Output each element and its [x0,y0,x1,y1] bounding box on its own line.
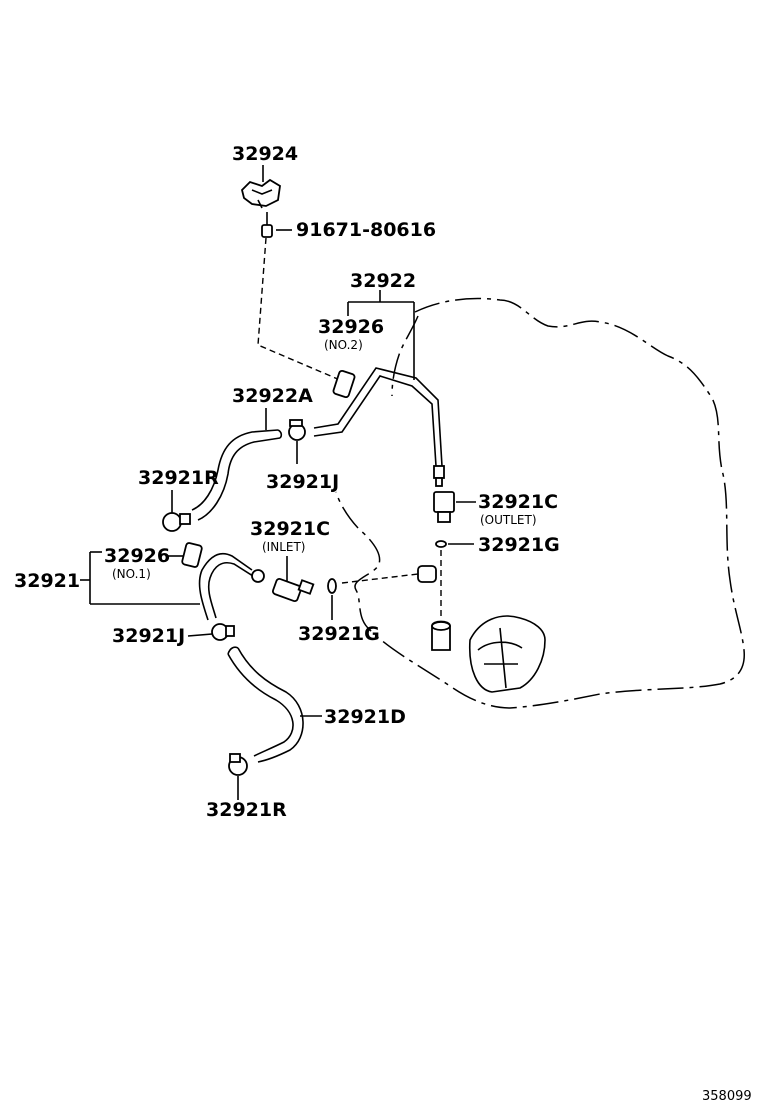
label-32924: 32924 [232,143,298,165]
label-32921R-top: 32921R [138,467,219,489]
diagram-reference-number: 358099 [702,1089,752,1104]
label-32922A: 32922A [232,385,313,407]
label-32921C-inlet: 32921C [250,518,330,540]
label-32922: 32922 [350,270,416,292]
label-32926-no2: 32926 [318,316,384,338]
label-32921G-mid: 32921G [298,623,380,645]
clamp-bracket-32924 [241,165,281,209]
label-32921: 32921 [14,570,80,592]
outlet-port [431,620,451,651]
bolt-91671-80616 [261,212,292,238]
bracket-32922 [347,290,415,380]
union-32921C-inlet [271,577,315,603]
label-91671-80616: 91671-80616 [296,219,436,241]
hose-collar-no1 [181,542,203,568]
inlet-port [417,565,437,583]
transmission-housing-outline [335,297,745,709]
oil-cooler-tube-32922 [313,367,445,487]
label-no1: (NO.1) [112,567,151,581]
label-32921J-top: 32921J [266,471,339,493]
leader-32921J-bottom [187,633,213,637]
hose-32921D [227,646,304,763]
hose-collar-no2 [332,369,356,399]
label-no2: (NO.2) [324,338,363,352]
housing-mount-detail [468,615,546,693]
leader-inlet-port [341,573,419,584]
hose-32921 [198,552,265,621]
hose-32922A [191,429,283,521]
leader-bolt-to-collar [257,237,341,381]
union-32921C-outlet [433,491,476,523]
gasket-32921G-right [435,540,474,548]
label-32921D: 32921D [324,706,406,728]
label-32921G-right: 32921G [478,534,560,556]
hose-clamp-32921J-top [288,419,306,464]
bracket-32921 [80,551,200,605]
label-32921C-outlet: 32921C [478,491,558,513]
label-32926-no1: 32926 [104,545,170,567]
label-outlet: (OUTLET) [480,513,537,527]
label-32921J-bottom: 32921J [112,625,185,647]
label-32921R-bottom: 32921R [206,799,287,821]
label-inlet: (INLET) [262,540,305,554]
hose-clamp-32921R-bottom [228,753,248,800]
gasket-32921G-mid [327,578,337,620]
hose-clamp-32921J-bottom [211,623,235,641]
hose-clamp-32921R-top [162,512,191,532]
